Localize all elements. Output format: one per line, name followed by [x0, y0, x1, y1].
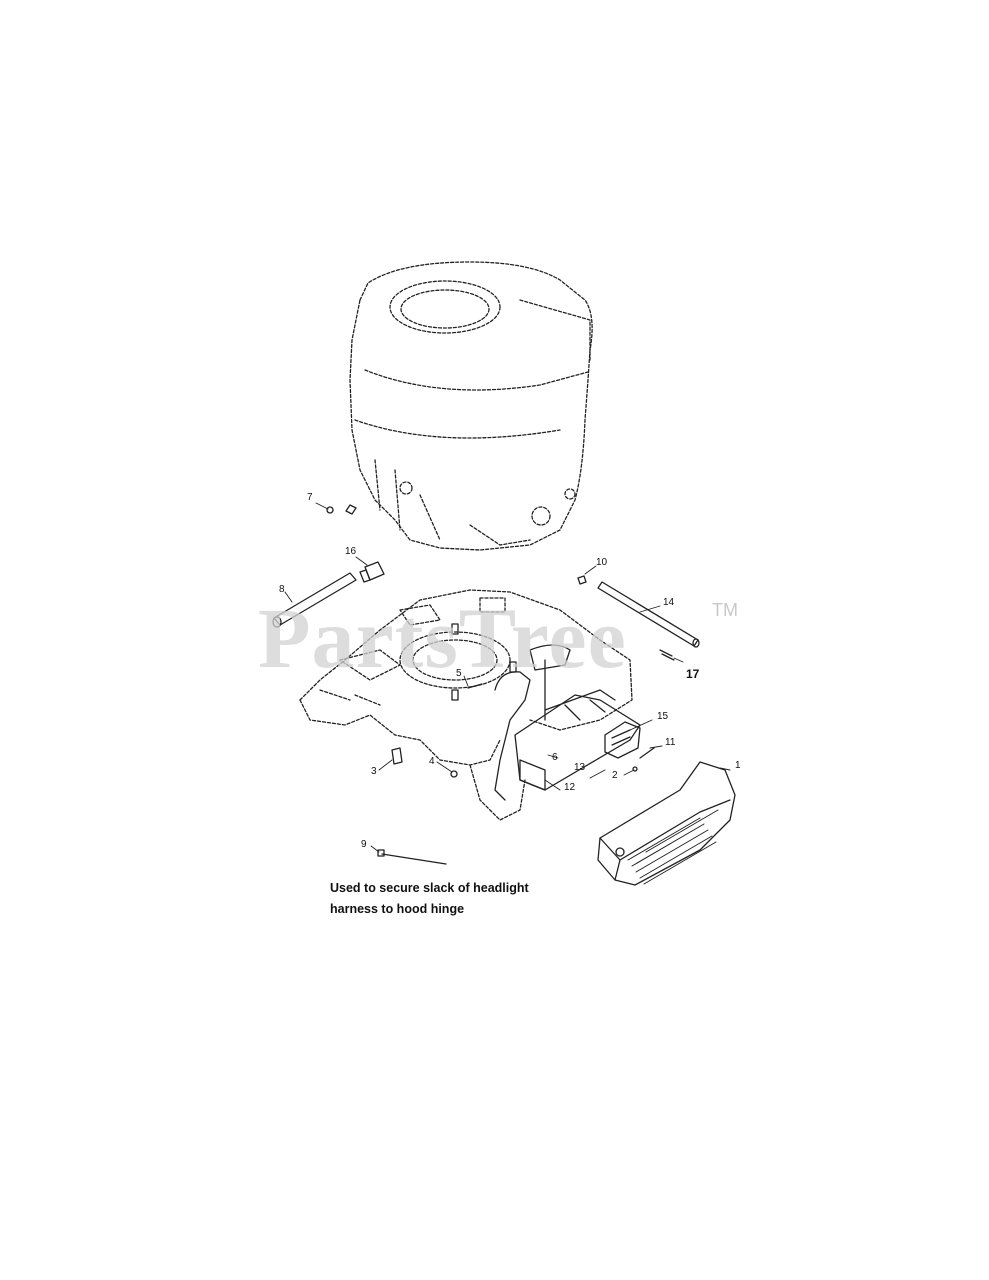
callout-14: 14: [663, 597, 675, 608]
callout-15: 15: [657, 711, 669, 722]
callout-1: 1: [735, 760, 741, 771]
callout-11: 11: [665, 737, 676, 748]
pipe-14-drawing: [597, 581, 700, 648]
mounting-plate-outline: [299, 589, 633, 821]
pipe-8-drawing: [272, 572, 357, 628]
callout-2: 2: [612, 770, 618, 781]
heat-shield-drawing: [597, 761, 736, 886]
trademark-symbol: TM: [712, 600, 738, 620]
leader-lines: [284, 502, 731, 853]
harness-note: Used to secure slack of headlight harnes…: [330, 878, 529, 920]
callout-4: 4: [429, 756, 435, 767]
callout-17: 17: [686, 667, 700, 681]
harness-note-line-2: harness to hood hinge: [330, 902, 465, 916]
callout-12: 12: [564, 782, 576, 793]
callout-13: 13: [574, 762, 586, 773]
fitting-16-drawing: [359, 561, 385, 583]
callout-10: 10: [596, 557, 608, 568]
callout-9: 9: [361, 839, 367, 850]
fasteners: [326, 504, 675, 778]
callout-7: 7: [307, 492, 313, 503]
muffler-drawing: [494, 644, 641, 801]
callout-8: 8: [279, 584, 285, 595]
cable-tie-9-drawing: [377, 849, 447, 865]
callout-3: 3: [371, 766, 377, 777]
callout-5: 5: [456, 668, 462, 679]
harness-note-line-1: Used to secure slack of headlight: [330, 881, 529, 895]
callout-6: 6: [552, 752, 558, 763]
callout-16: 16: [345, 546, 357, 557]
engine-outline: [349, 261, 593, 551]
